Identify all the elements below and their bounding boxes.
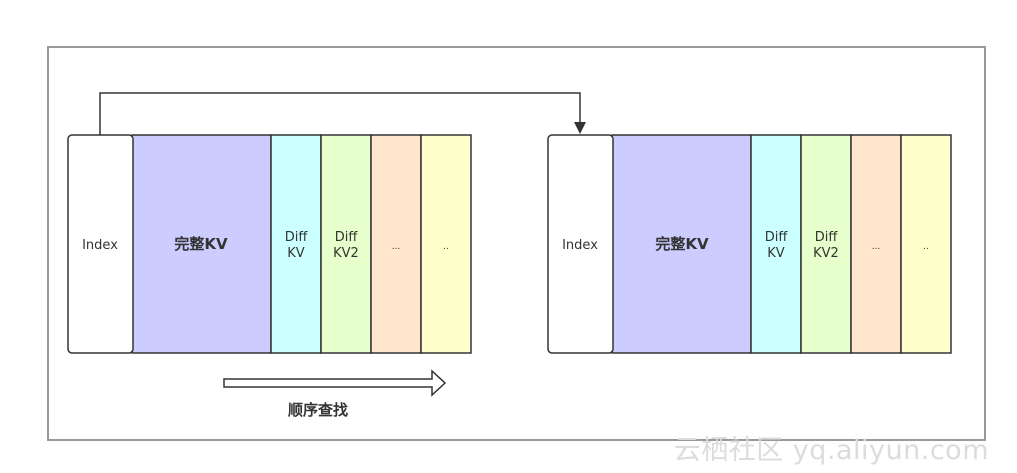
index-label: Index [82, 238, 118, 253]
cell-full-kv [131, 134, 272, 354]
ellipsis-2-label: .. [923, 242, 929, 252]
diff-kv-label-line2: KV [767, 246, 785, 261]
index-link-connector [99, 92, 581, 135]
full-kv-label: 完整KV [174, 235, 228, 253]
ellipsis-1-label: ... [392, 242, 401, 252]
cell-diff-kv2 [800, 134, 852, 354]
diff-kv-label-line1: Diff [285, 230, 309, 245]
full-kv-label: 完整KV [655, 235, 709, 253]
cell-full-kv [611, 134, 752, 354]
cell-diff-kv2 [320, 134, 372, 354]
ellipsis-2-label: .. [443, 242, 449, 252]
cell-diff-kv [270, 134, 322, 354]
diff-kv2-label-line2: KV2 [333, 246, 359, 261]
cell-index [547, 134, 614, 354]
ellipsis-1-label: ... [872, 242, 881, 252]
cell-index [67, 134, 134, 354]
block-right: Index 完整KV Diff KV Diff KV2 ... .. [547, 134, 952, 354]
diff-kv-label-line2: KV [287, 246, 305, 261]
diff-kv2-label-line1: Diff [335, 230, 359, 245]
sequential-search-label: 顺序查找 [288, 401, 348, 419]
watermark-text: 云栖社区 yq.aliyun.com [673, 435, 989, 466]
diff-kv2-label-line1: Diff [815, 230, 839, 245]
block-left: Index 完整KV Diff KV Diff KV2 ... .. [67, 134, 472, 354]
diff-kv-label-line1: Diff [765, 230, 789, 245]
cell-ellipsis-2 [900, 134, 952, 354]
index-link-arrowhead [574, 122, 586, 134]
diff-kv2-label-line2: KV2 [813, 246, 839, 261]
sequential-search-arrow-icon [223, 369, 447, 397]
index-label: Index [562, 238, 598, 253]
cell-ellipsis-2 [420, 134, 472, 354]
